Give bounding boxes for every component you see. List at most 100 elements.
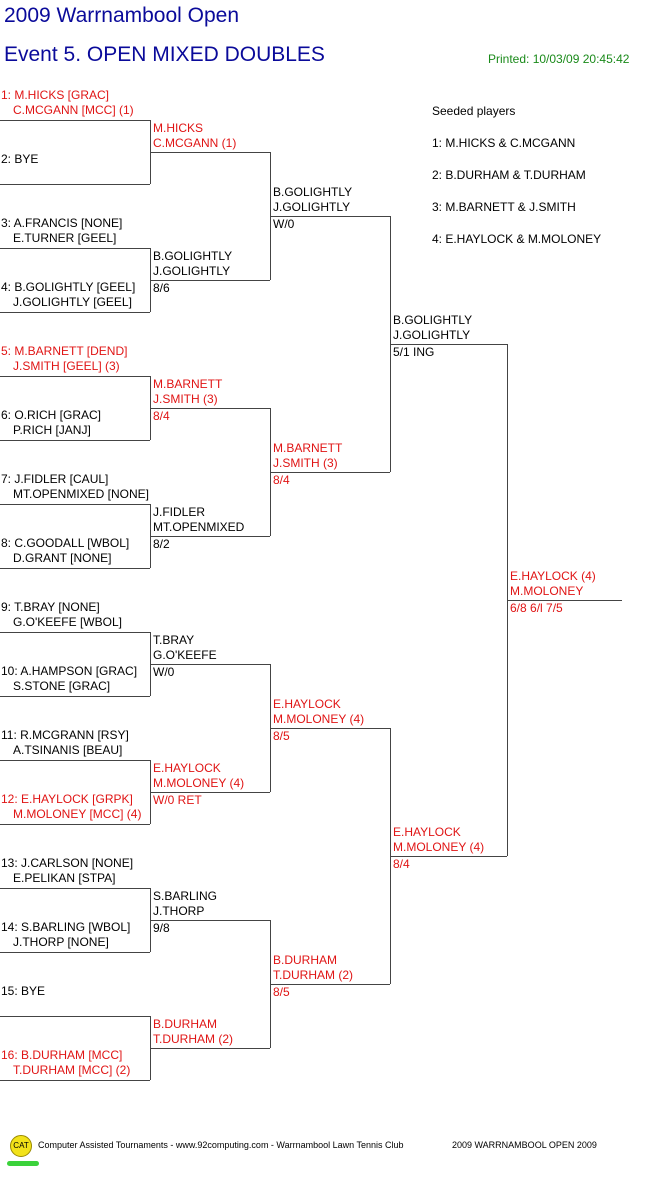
match-winner-player2: MT.OPENMIXED xyxy=(153,520,245,534)
draw-entry-line2: M.MOLONEY [MCC] (4) xyxy=(13,807,142,821)
cat-logo-underline xyxy=(7,1161,39,1166)
bracket-line xyxy=(0,120,150,121)
draw-entry-line1: 12: E.HAYLOCK [GRPK] xyxy=(1,792,133,806)
draw-entry-line2: A.TSINANIS [BEAU] xyxy=(13,743,123,757)
draw-entry-line1: 16: B.DURHAM [MCC] xyxy=(1,1048,123,1062)
bracket-line xyxy=(150,152,270,153)
bracket-line xyxy=(0,504,150,505)
draw-entry-line2: T.DURHAM [MCC] (2) xyxy=(13,1063,131,1077)
match-score: 8/6 xyxy=(153,281,170,295)
draw-entry-line1: 8: C.GOODALL [WBOL] xyxy=(1,536,130,550)
draw-entry-line2: J.THORP [NONE] xyxy=(13,935,109,949)
match-winner-player1: B.GOLIGHTLY xyxy=(153,249,233,263)
draw-entry-line1: 11: R.MCGRANN [RSY] xyxy=(1,728,129,742)
bracket-line xyxy=(150,920,270,921)
seed-entry: 4: E.HAYLOCK & M.MOLONEY xyxy=(432,232,602,246)
match-winner-player2: J.THORP xyxy=(153,904,205,918)
draw-entry-line1: 13: J.CARLSON [NONE] xyxy=(1,856,134,870)
draw-entry-line2: J.GOLIGHTLY [GEEL] xyxy=(13,295,132,309)
draw-entry-line2: P.RICH [JANJ] xyxy=(13,423,91,437)
match-winner-player1: E.HAYLOCK (4) xyxy=(510,569,596,583)
bracket-line xyxy=(150,664,270,665)
bracket-line xyxy=(0,568,150,569)
match-score: W/0 xyxy=(273,217,295,231)
bracket-line xyxy=(0,952,150,953)
bracket-line xyxy=(0,824,150,825)
bracket-line xyxy=(0,184,150,185)
match-score: 8/5 xyxy=(273,729,290,743)
match-score: 8/5 xyxy=(273,985,290,999)
bracket-line xyxy=(270,728,390,729)
seed-entry: 1: M.HICKS & C.MCGANN xyxy=(432,136,576,150)
match-score: 5/1 ING xyxy=(393,345,435,359)
match-winner-player2: J.GOLIGHTLY xyxy=(153,264,231,278)
bracket-line xyxy=(0,376,150,377)
bracket-line xyxy=(0,312,150,313)
match-winner-player2: J.GOLIGHTLY xyxy=(273,200,351,214)
match-winner-player2: M.MOLONEY xyxy=(510,584,584,598)
match-winner-player2: T.DURHAM (2) xyxy=(153,1032,233,1046)
match-winner-player1: M.HICKS xyxy=(153,121,204,135)
match-winner-player2: J.SMITH (3) xyxy=(153,392,218,406)
footer-event: 2009 WARRNAMBOOL OPEN 2009 xyxy=(452,1140,597,1150)
draw-entry-line1: 7: J.FIDLER [CAUL] xyxy=(1,472,109,486)
bracket-line xyxy=(270,216,390,217)
match-winner-player2: M.MOLONEY (4) xyxy=(153,776,245,790)
match-winner-player1: B.GOLIGHTLY xyxy=(393,313,473,327)
bracket-line xyxy=(150,1048,270,1049)
match-winner-player1: M.BARNETT xyxy=(273,441,343,455)
draw-entry-line1: 6: O.RICH [GRAC] xyxy=(1,408,102,422)
footer-credit: Computer Assisted Tournaments - www.92co… xyxy=(38,1140,404,1150)
match-winner-player2: C.MCGANN (1) xyxy=(153,136,237,150)
draw-entry-line2: J.SMITH [GEEL] (3) xyxy=(13,359,120,373)
match-score: 9/8 xyxy=(153,921,170,935)
bracket-line xyxy=(150,408,270,409)
match-winner-player1: B.DURHAM xyxy=(153,1017,218,1031)
match-winner-player1: S.BARLING xyxy=(153,889,218,903)
match-score: 8/4 xyxy=(273,473,290,487)
event-title: Event 5. OPEN MIXED DOUBLES xyxy=(4,43,325,66)
match-winner-player2: T.DURHAM (2) xyxy=(273,968,353,982)
bracket-line xyxy=(270,472,390,473)
bracket-line xyxy=(0,760,150,761)
bracket-line xyxy=(0,696,150,697)
bracket-line xyxy=(0,1080,150,1081)
bracket-line xyxy=(0,248,150,249)
draw-entry-line2: MT.OPENMIXED [NONE] xyxy=(13,487,150,501)
match-winner-player2: M.MOLONEY (4) xyxy=(273,712,365,726)
match-winner-player2: G.O'KEEFE xyxy=(153,648,217,662)
draw-entry-line1: 5: M.BARNETT [DEND] xyxy=(1,344,128,358)
bracket-line xyxy=(507,600,622,601)
draw-entry-line1: 4: B.GOLIGHTLY [GEEL] xyxy=(1,280,136,294)
match-winner-player1: E.HAYLOCK xyxy=(393,825,461,839)
draw-entry-line1: 3: A.FRANCIS [NONE] xyxy=(1,216,123,230)
bracket-line xyxy=(0,1016,150,1017)
bracket-line xyxy=(390,856,507,857)
draw-entry-line1: 1: M.HICKS [GRAC] xyxy=(1,88,110,102)
match-winner-player2: J.SMITH (3) xyxy=(273,456,338,470)
draw-entry-line2: E.PELIKAN [STPA] xyxy=(13,871,116,885)
match-winner-player1: J.FIDLER xyxy=(153,505,206,519)
seed-entry: 2: B.DURHAM & T.DURHAM xyxy=(432,168,586,182)
match-score: 6/8 6/l 7/5 xyxy=(510,601,563,615)
draw-entry-line1: 10: A.HAMPSON [GRAC] xyxy=(1,664,138,678)
seed-entry: 3: M.BARNETT & J.SMITH xyxy=(432,200,576,214)
draw-entry-line2: G.O'KEEFE [WBOL] xyxy=(13,615,122,629)
seeded-players-heading: Seeded players xyxy=(432,104,516,118)
draw-entry-line1: 15: BYE xyxy=(1,984,46,998)
draw-entry-line1: 2: BYE xyxy=(1,152,39,166)
match-winner-player2: J.GOLIGHTLY xyxy=(393,328,471,342)
draw-entry-line1: 9: T.BRAY [NONE] xyxy=(1,600,100,614)
match-winner-player1: M.BARNETT xyxy=(153,377,223,391)
cat-logo-icon: CAT xyxy=(10,1135,32,1157)
draw-entry-line1: 14: S.BARLING [WBOL] xyxy=(1,920,131,934)
match-score: W/0 xyxy=(153,665,175,679)
match-score: 8/4 xyxy=(153,409,170,423)
bracket-line xyxy=(390,344,507,345)
tournament-title: 2009 Warrnambool Open xyxy=(4,4,240,27)
match-winner-player1: T.BRAY xyxy=(153,633,195,647)
match-winner-player1: E.HAYLOCK xyxy=(273,697,341,711)
bracket-line xyxy=(0,440,150,441)
bracket-line xyxy=(270,984,390,985)
match-winner-player1: E.HAYLOCK xyxy=(153,761,221,775)
